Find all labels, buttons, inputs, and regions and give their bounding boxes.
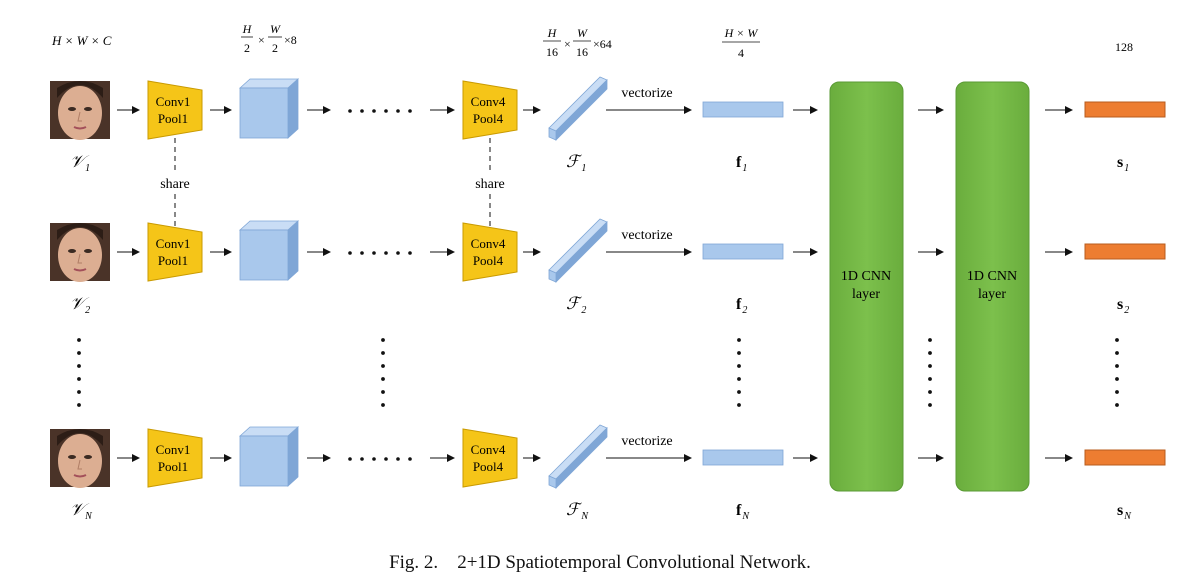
dim-stage1-num2: W (270, 22, 281, 36)
vdots-input (77, 338, 81, 407)
horizontal-ellipsis (348, 251, 412, 255)
input-face-image (50, 223, 110, 282)
dim-stage2-num2: W (577, 26, 588, 40)
vdots-cnn (928, 338, 932, 407)
pool4-label: Pool4 (473, 111, 504, 126)
horizontal-ellipsis (348, 109, 412, 113)
pool4-label: Pool4 (473, 253, 504, 268)
dim-stage1-den: 2 (244, 41, 250, 55)
vectorize-label: vectorize (621, 434, 672, 449)
dim-vector-label: H × W 4 (722, 26, 760, 60)
pool1-label: Pool1 (158, 111, 188, 126)
feature-map-slab (548, 76, 608, 141)
pool4-label: Pool4 (473, 459, 504, 474)
share-connector-conv1: share (160, 138, 190, 228)
dim-stage2-den: 16 (546, 45, 558, 59)
vdots-output (1115, 338, 1119, 407)
dim-input-text: H × W × C (51, 33, 112, 48)
caption-title: 2+1D Spatiotemporal Convolutional Networ… (457, 552, 811, 573)
feature-cube (238, 78, 300, 139)
input-label: 𝒱1 (70, 152, 90, 174)
dim-stage2-label: H 16 × W 16 ×64 (543, 26, 612, 59)
vector-label: fN (736, 502, 750, 522)
conv4-label: Conv4 (471, 94, 506, 109)
dim-stage1-num: H (242, 22, 253, 36)
input-label: 𝒱2 (70, 294, 90, 316)
vector-bar (702, 101, 784, 118)
feature-cube (238, 220, 300, 281)
dim-vec-num: H × W (724, 26, 759, 40)
dim-stage1-label: H 2 × W 2 ×8 (241, 22, 297, 55)
output-label: s2 (1117, 296, 1129, 316)
dim-stage2-den2: 16 (576, 45, 588, 59)
feature-cube (238, 426, 300, 487)
share-connector-conv4: share (475, 138, 505, 228)
vector-bar (702, 243, 784, 260)
vectorize-label: vectorize (621, 228, 672, 243)
vector-label: f2 (736, 296, 747, 316)
cnn-layer-2-line1: 1D CNN (967, 269, 1017, 284)
dim-output-label: 128 (1115, 40, 1133, 54)
cnn-layer-1: 1D CNN layer (829, 81, 904, 492)
vdots-middle (381, 338, 385, 407)
cnn-layer-1-line2: layer (852, 287, 880, 302)
pool1-label: Pool1 (158, 253, 188, 268)
input-face-image (50, 81, 110, 140)
output-label: sN (1117, 502, 1132, 522)
output-bar (1084, 101, 1166, 118)
conv1-label: Conv1 (156, 442, 191, 457)
vdots-vector (737, 338, 741, 407)
output-bar (1084, 449, 1166, 466)
output-label: s1 (1117, 154, 1129, 174)
conv4-label: Conv4 (471, 442, 506, 457)
conv1-label: Conv1 (156, 236, 191, 251)
input-face-image (50, 429, 110, 488)
dim-input-label: H × W × C (51, 33, 112, 48)
caption-fig-number: Fig. 2. (389, 552, 439, 573)
svg-text:×: × (258, 33, 265, 47)
dim-stage2-tail: ×64 (593, 37, 612, 51)
figure-caption: Fig. 2. 2+1D Spatiotemporal Convolutiona… (0, 552, 1200, 574)
cnn-layer-1-line1: 1D CNN (841, 269, 891, 284)
cnn-layer-2: 1D CNN layer (955, 81, 1030, 492)
dim-stage1-tail: ×8 (284, 33, 297, 47)
share-label-2: share (475, 177, 505, 192)
feature-map-slab (548, 424, 608, 489)
dim-stage1-den2: 2 (272, 41, 278, 55)
vectorize-label: vectorize (621, 86, 672, 101)
vector-label: f1 (736, 154, 747, 174)
dim-vec-den: 4 (738, 46, 744, 60)
cnn-layer-2-line2: layer (978, 287, 1006, 302)
input-label: 𝒱N (70, 500, 93, 522)
svg-text:×: × (564, 37, 571, 51)
dim-stage2-num: H (547, 26, 558, 40)
share-label-1: share (160, 177, 190, 192)
conv1-label: Conv1 (156, 94, 191, 109)
vector-bar (702, 449, 784, 466)
conv4-label: Conv4 (471, 236, 506, 251)
pool1-label: Pool1 (158, 459, 188, 474)
vertical-ellipses (77, 338, 1119, 407)
horizontal-ellipsis (348, 457, 412, 461)
feature-map-slab (548, 218, 608, 283)
output-bar (1084, 243, 1166, 260)
